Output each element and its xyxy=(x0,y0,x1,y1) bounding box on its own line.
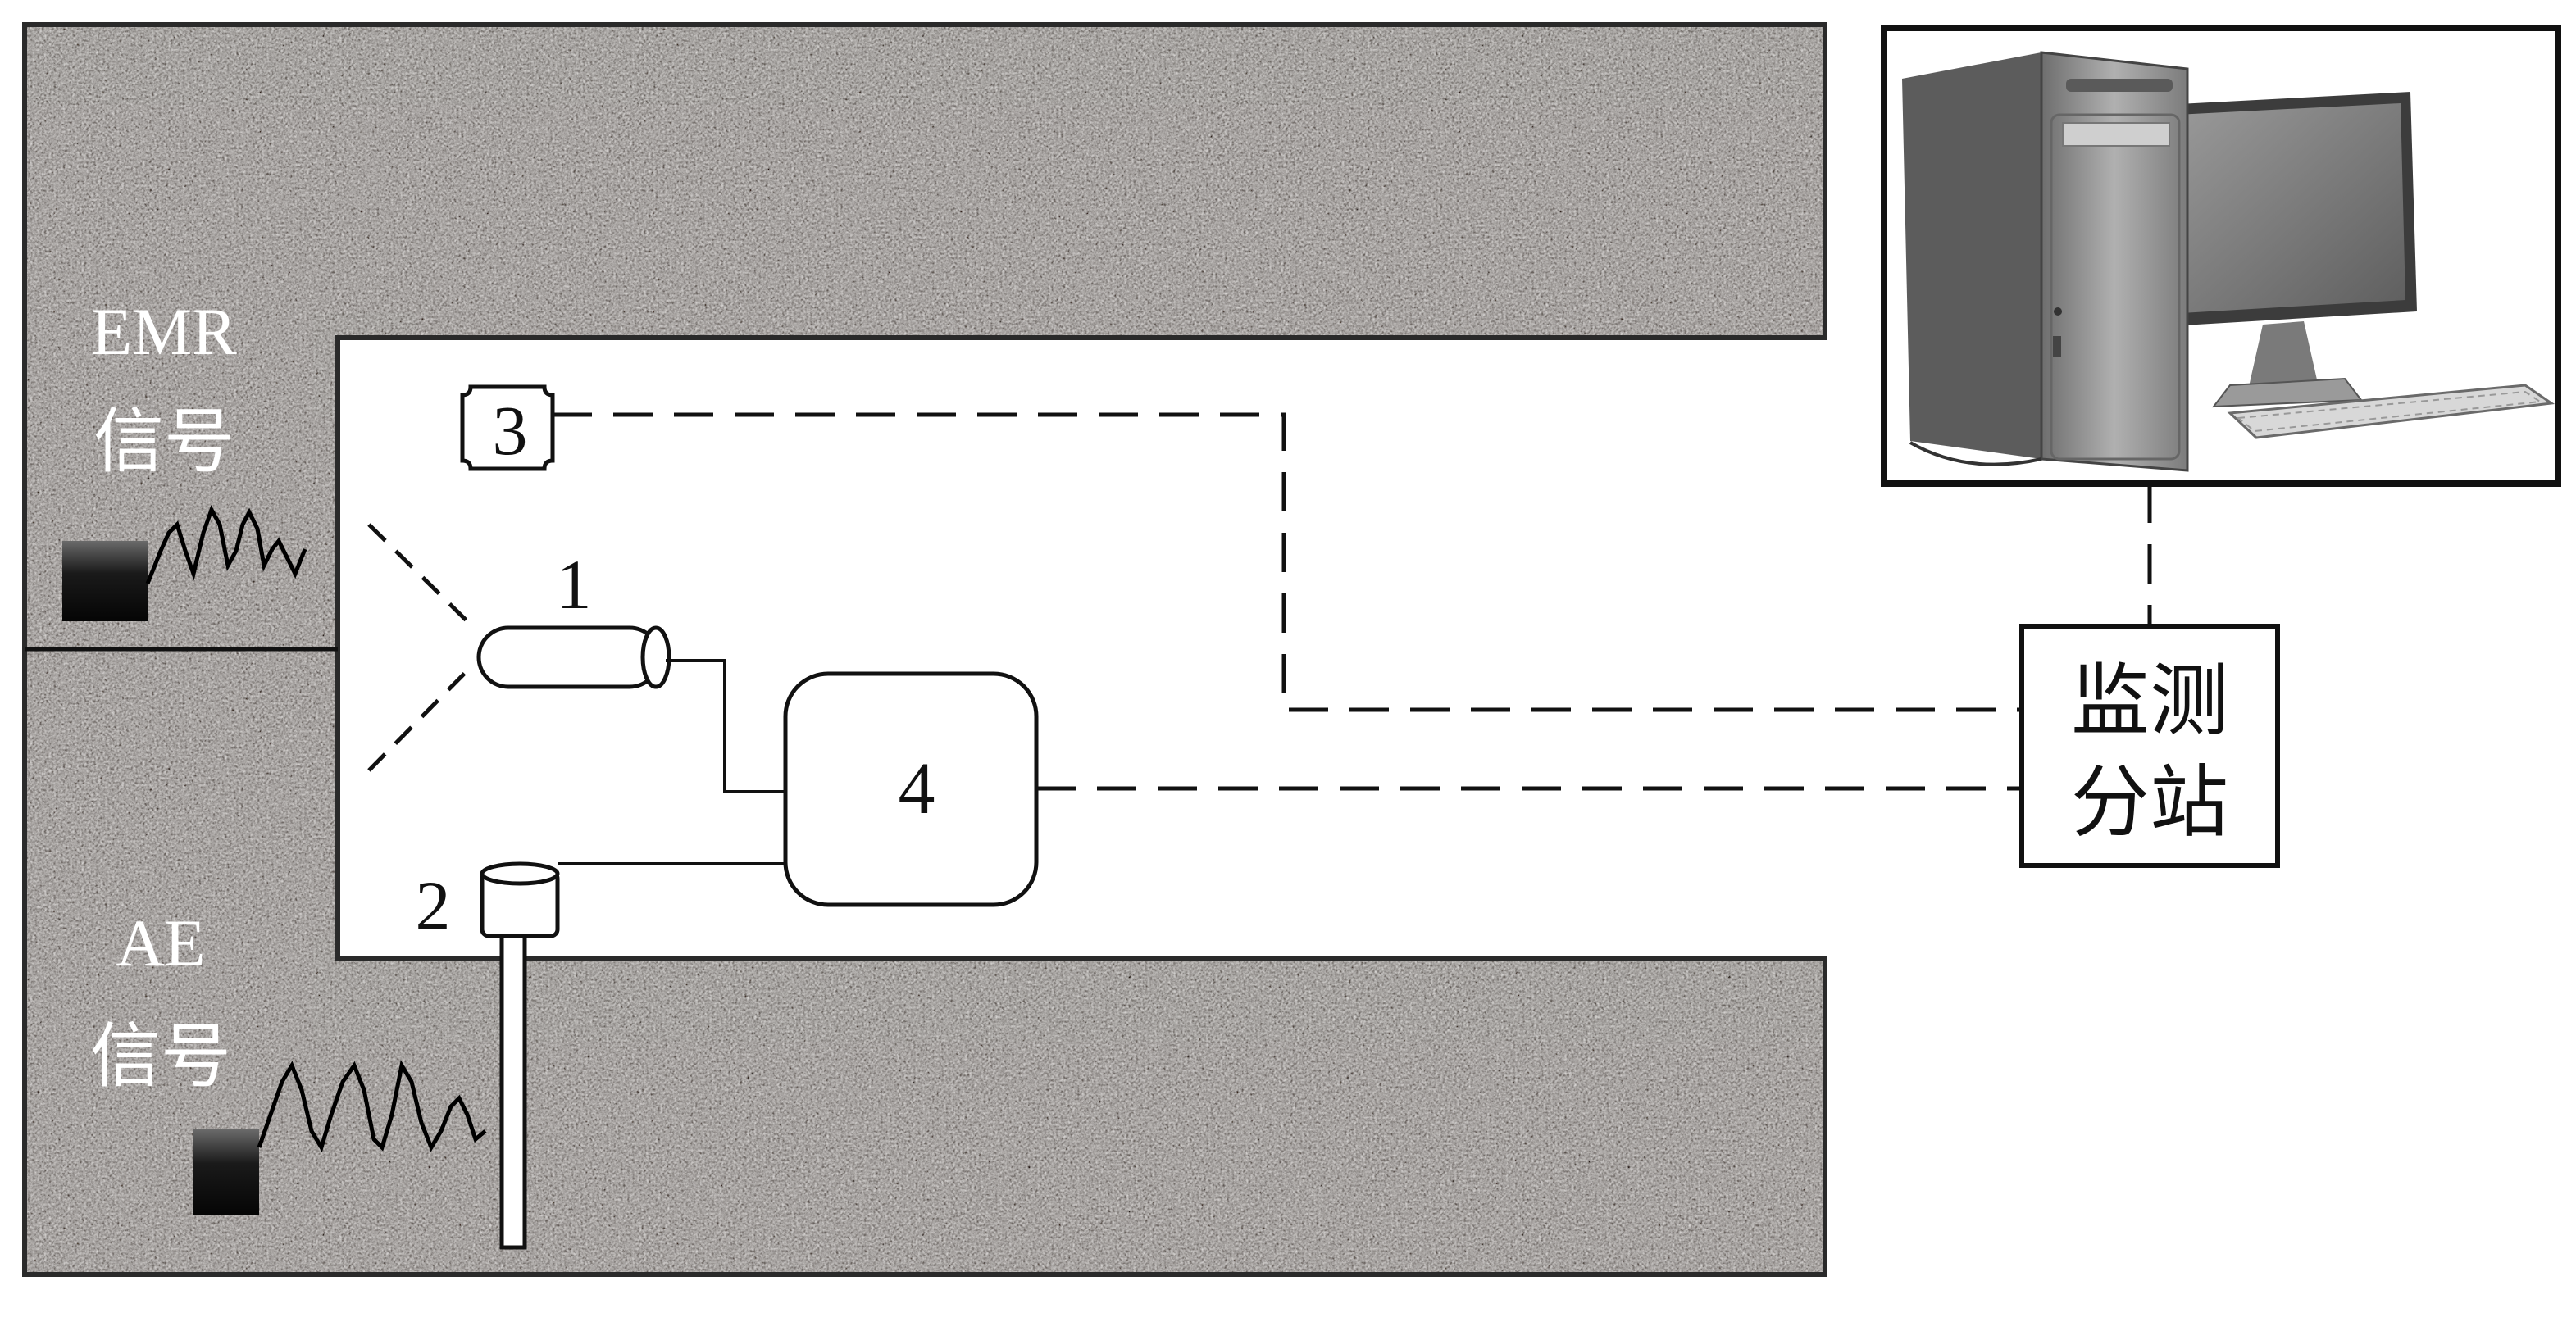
ae-waveform xyxy=(257,1060,487,1153)
substation-label-line1: 监测 xyxy=(2071,657,2228,745)
monitoring-substation: 监测 分站 xyxy=(2019,624,2280,868)
device-2-label: 2 xyxy=(416,866,451,945)
emr-source-block xyxy=(62,541,148,621)
pc-tower-icon xyxy=(1902,51,2189,472)
computer-terminal xyxy=(1881,25,2561,487)
emr-label: EMR xyxy=(91,294,237,369)
ae-source-block xyxy=(193,1129,259,1215)
keyboard-icon xyxy=(2227,384,2556,439)
emr-signal-group: EMR 信号 xyxy=(62,294,307,621)
sensor-cables xyxy=(558,659,785,865)
device-4-label: 4 xyxy=(899,748,935,829)
comm-lines xyxy=(553,412,2152,791)
substation-label-line2: 分站 xyxy=(2071,759,2228,847)
signal-processor-4: 4 xyxy=(783,671,1039,907)
ae-sensor-2: 2 xyxy=(416,861,560,1250)
device-1-label: 1 xyxy=(557,545,592,624)
ae-label: AE xyxy=(116,906,205,980)
emr-sublabel: 信号 xyxy=(93,402,234,481)
ae-signal-group: AE 信号 xyxy=(90,906,487,1215)
emr-waveform xyxy=(145,504,307,584)
monitor-icon xyxy=(2164,92,2417,408)
rock-mass xyxy=(22,22,1827,1277)
emr-receive-cone xyxy=(367,523,476,772)
device-3-label: 3 xyxy=(493,391,528,470)
emr-sensor-1: 1 xyxy=(476,545,671,689)
device-3-box: 3 xyxy=(460,384,555,471)
ae-sublabel: 信号 xyxy=(90,1017,231,1096)
